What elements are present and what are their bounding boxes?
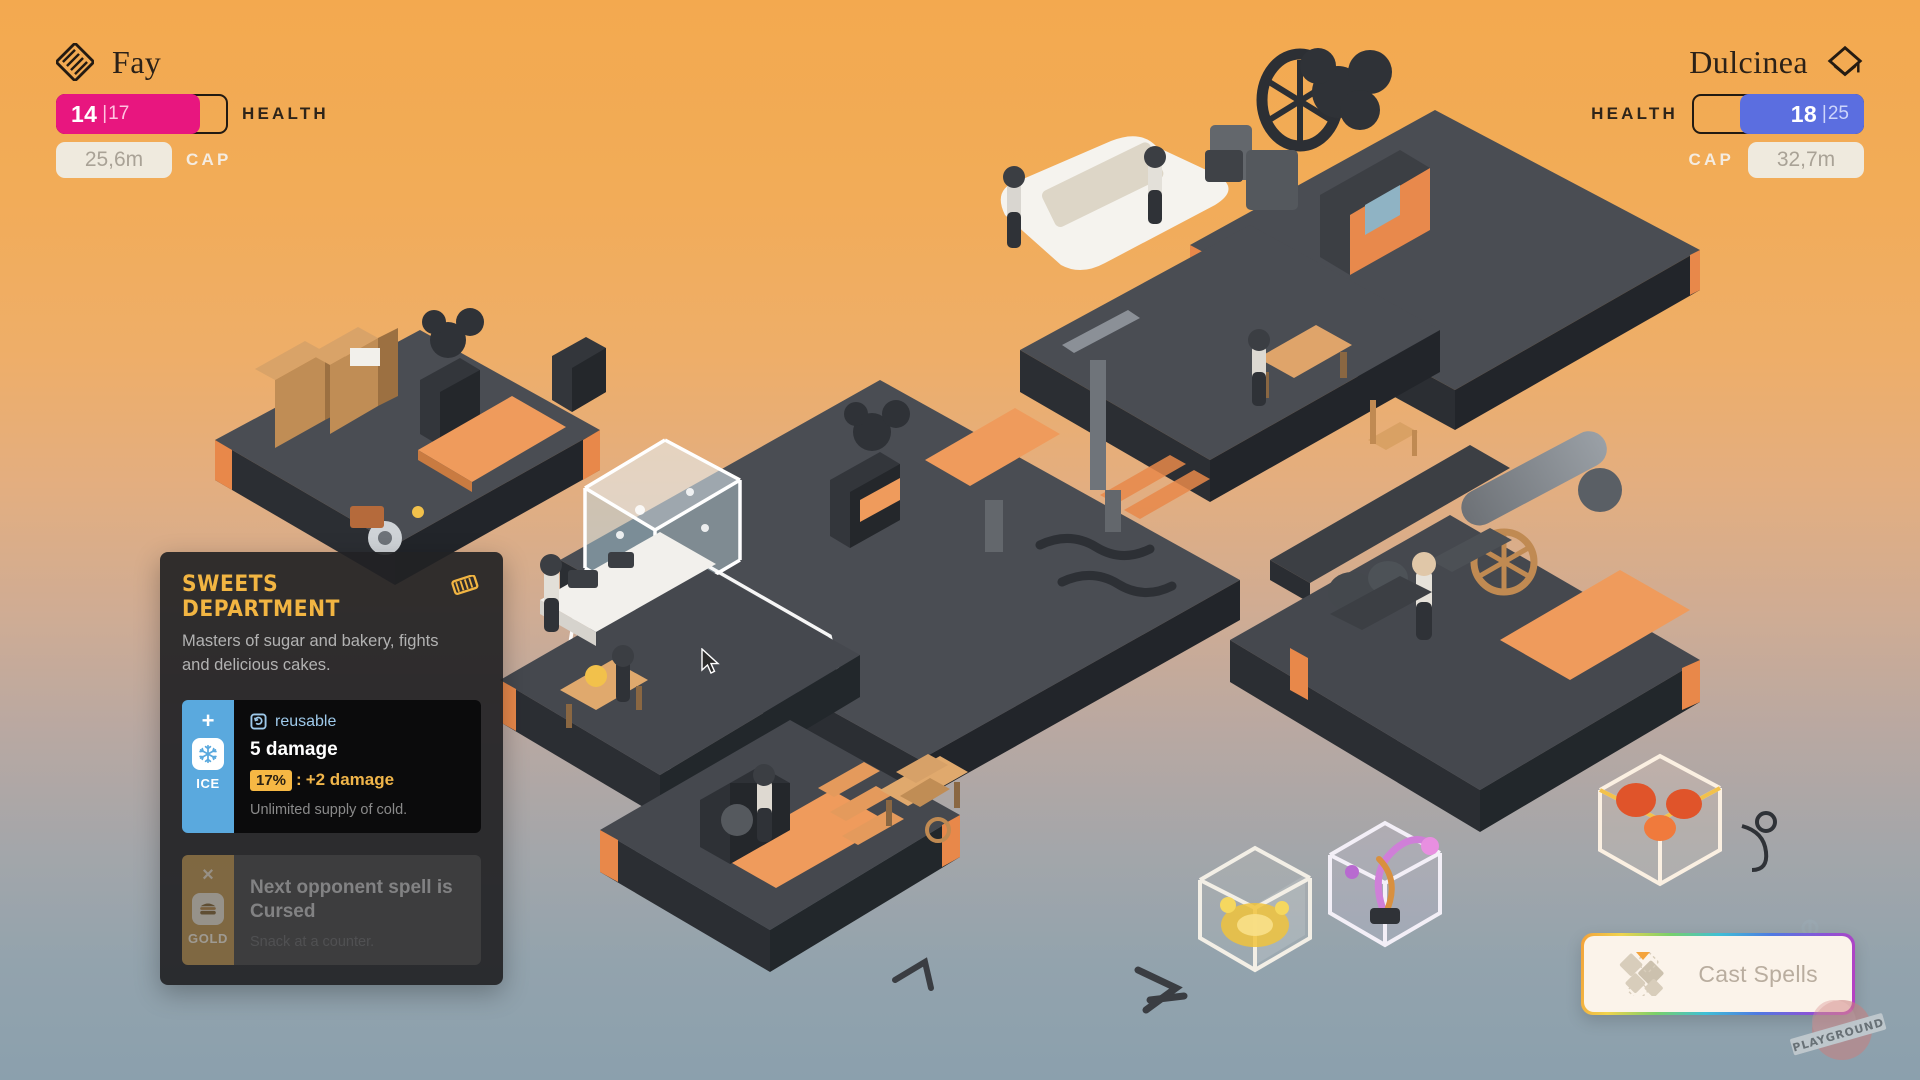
prop-character xyxy=(1144,146,1166,224)
prop-cart xyxy=(880,756,968,843)
prop-character xyxy=(540,554,562,632)
player-panel-right: Dulcinea HEALTH 18 | 25 CAP 32,7m xyxy=(1591,40,1864,178)
spell-note-gold: Snack at a counter. xyxy=(250,934,375,951)
striped-diamond-icon xyxy=(451,575,479,595)
spell-element-gold: GOLD xyxy=(188,930,228,946)
playground-watermark: PLAYGROUND xyxy=(1790,1000,1887,1060)
spell-chance-badge: 17% xyxy=(250,769,293,791)
water-mark xyxy=(892,957,934,991)
spell-diamonds-icon xyxy=(1620,952,1664,996)
prop-cabinets xyxy=(255,327,398,448)
health-bar-right-fill: 18 | 25 xyxy=(1740,94,1864,134)
striped-diamond-icon xyxy=(56,43,94,81)
spell-note-ice: Unlimited supply of cold. xyxy=(250,801,408,818)
spell-card-gold-body: Next opponent spell is Cursed Snack at a… xyxy=(234,854,481,966)
prop-character xyxy=(1003,166,1025,248)
tooltip-header: SWEETS DEPARTMENT xyxy=(182,572,481,622)
player-left-name-row: Fay xyxy=(56,40,329,84)
health-separator-left: | xyxy=(102,103,108,124)
tooltip-description: Masters of sugar and bakery, fights and … xyxy=(182,632,439,674)
prop-character xyxy=(612,645,634,702)
spell-tag-label: reusable xyxy=(275,712,337,730)
spell-element-ice: ICE xyxy=(196,775,220,791)
prop-counter xyxy=(540,532,716,646)
cast-spells-label: Cast Spells xyxy=(1698,960,1818,987)
department-tooltip: SWEETS DEPARTMENT Masters of sugar and b… xyxy=(160,552,503,986)
player-right-name-row: Dulcinea xyxy=(1591,40,1864,84)
prop-character xyxy=(1248,329,1270,406)
prop-orange-machine xyxy=(1320,150,1430,275)
player-right-name: Dulcinea xyxy=(1689,43,1808,80)
player-left-name: Fay xyxy=(112,43,162,80)
burger-icon xyxy=(192,892,224,925)
health-max-right: 25 xyxy=(1827,103,1849,124)
health-bar-left-fill: 14 | 17 xyxy=(56,94,200,134)
platform-lower-left xyxy=(600,720,968,972)
spell-sign-cross: × xyxy=(202,863,214,886)
spell-card-ice[interactable]: + ICE xyxy=(182,699,481,833)
health-current-left: 14 xyxy=(71,100,98,127)
platform-northwest xyxy=(215,308,600,585)
spell-cube-gold xyxy=(1198,845,1312,973)
spell-effect-ice: 5 damage xyxy=(250,738,338,760)
spell-cube-magic xyxy=(1328,820,1442,948)
spell-effect-gold: Next opponent spell is Cursed xyxy=(250,876,453,922)
player-right-health-row: HEALTH 18 | 25 xyxy=(1591,94,1864,134)
health-label-right: HEALTH xyxy=(1591,104,1678,123)
cast-spells-button-wrapper[interactable]: Cast Spells xyxy=(1581,933,1855,1015)
spell-bonus-colon: : xyxy=(296,770,302,790)
prop-white-table xyxy=(1000,136,1229,271)
tooltip-title: SWEETS DEPARTMENT xyxy=(182,572,340,622)
prop-character xyxy=(753,764,775,842)
cap-label-right: CAP xyxy=(1688,150,1734,169)
spell-card-ice-side: + ICE xyxy=(182,699,234,833)
health-bar-left: 14 | 17 xyxy=(56,94,228,134)
player-right-cap-row: CAP 32,7m xyxy=(1591,142,1864,178)
snowflake-icon xyxy=(192,737,224,770)
player-panel-left: Fay 14 | 17 HEALTH 25,6m CAP xyxy=(56,40,329,178)
cap-value-left: 25,6m xyxy=(56,142,172,178)
prop-chair xyxy=(1368,400,1418,456)
health-current-right: 18 xyxy=(1790,100,1817,127)
spell-bonus-text: +2 damage xyxy=(305,770,395,790)
player-left-health-row: 14 | 17 HEALTH xyxy=(56,94,329,134)
water-mark xyxy=(1134,966,1183,1014)
prop-cannon xyxy=(1430,431,1622,596)
player-left-cap-row: 25,6m CAP xyxy=(56,142,329,178)
spell-card-ice-body: reusable 5 damage 17% : +2 damage Unlimi… xyxy=(234,699,481,833)
reusable-icon xyxy=(250,713,267,730)
spell-cube-fire xyxy=(1598,753,1777,887)
health-bar-right: 18 | 25 xyxy=(1692,94,1864,134)
cast-spells-button[interactable]: Cast Spells xyxy=(1584,936,1852,1012)
spell-tag-row: reusable xyxy=(250,713,465,731)
spell-card-gold[interactable]: × GOLD Next opponent spell is Cursed Sna… xyxy=(182,854,481,966)
prop-smoke xyxy=(1300,48,1392,130)
mouse-pointer-icon xyxy=(701,648,720,674)
cap-label-left: CAP xyxy=(186,150,232,169)
health-max-left: 17 xyxy=(108,103,130,124)
water-mark xyxy=(1146,992,1188,1004)
health-label-left: HEALTH xyxy=(242,104,329,123)
spell-sign-plus: + xyxy=(201,707,215,733)
spell-bonus-row: 17% : +2 damage xyxy=(250,769,465,791)
spell-card-gold-side: × GOLD xyxy=(182,854,234,966)
health-separator-right: | xyxy=(1821,103,1827,124)
cap-value-right: 32,7m xyxy=(1748,142,1864,178)
platform-right xyxy=(1230,431,1700,832)
prop-chimney xyxy=(830,400,910,548)
graduation-diamond-icon xyxy=(1827,45,1863,77)
prop-chimney xyxy=(552,337,606,412)
